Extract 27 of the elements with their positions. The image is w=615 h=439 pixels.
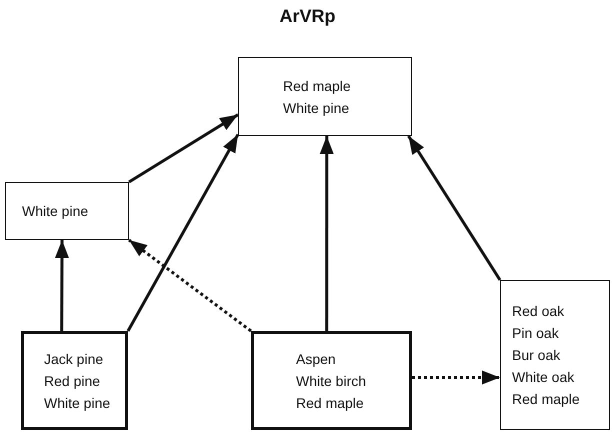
species-name: Red maple [512,390,580,409]
species-name: Bur oak [512,346,560,365]
arrow [412,370,500,384]
arrow [128,238,252,332]
arrow [320,136,334,331]
species-box [238,57,412,136]
arrow [54,240,69,331]
species-box [5,182,129,240]
arrow [407,135,502,281]
arrow [126,134,240,332]
species-name: White pine [22,202,88,221]
species-name: Pin oak [512,324,559,343]
species-name: White pine [44,394,110,413]
species-name: Red maple [296,394,364,413]
arrow [128,113,239,184]
species-box [251,331,412,430]
species-name: Red oak [512,302,564,321]
species-name: White pine [283,98,350,118]
species-name: Red pine [44,372,100,391]
species-box [500,280,610,430]
species-name: White oak [512,368,574,387]
species-name: Red maple [283,76,351,96]
species-name: Aspen [296,350,336,369]
species-name: Jack pine [44,350,104,369]
species-name: White birch [296,372,366,390]
species-box [21,331,128,430]
diagram-title: ArVRp [278,6,336,27]
